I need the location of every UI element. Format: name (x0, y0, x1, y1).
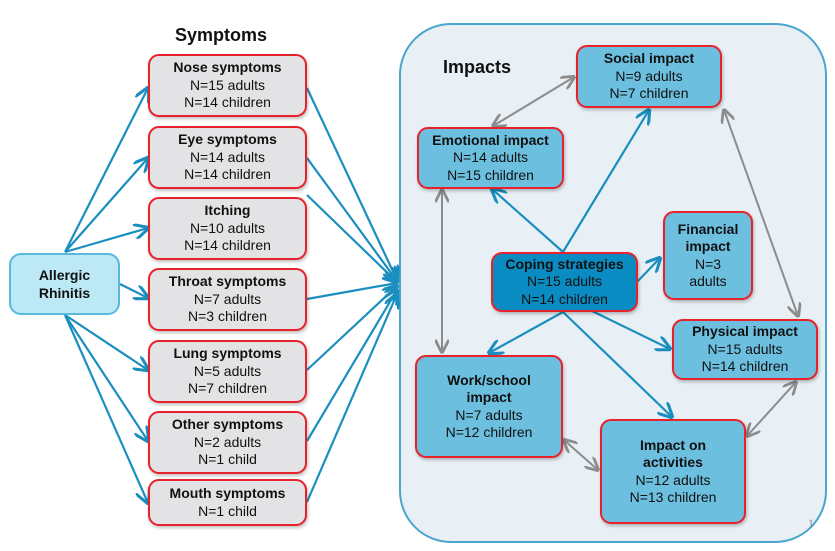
symptom-other: Other symptoms N=2 adults N=1 child (148, 411, 307, 474)
impact-count: N=7 children (609, 85, 689, 102)
arrow-eye-impacts (306, 157, 397, 281)
arrow-physical-activities (747, 382, 796, 436)
impacts-heading: Impacts (443, 57, 512, 77)
impact-count: N=15 children (447, 166, 534, 183)
symptom-count: N=3 children (188, 308, 267, 325)
impact-title: activities (643, 454, 703, 470)
impact-count: N=9 adults (615, 67, 683, 84)
arrow-root-itching (64, 228, 148, 254)
impact-title: impact (466, 389, 512, 405)
impact-title: Physical impact (692, 323, 798, 340)
impact-count: adults (689, 273, 727, 289)
impact-count: N=13 children (629, 489, 717, 505)
arrow-root-eye (64, 158, 148, 253)
impact-financial: Financial impact N=3 adults (663, 211, 753, 300)
arrow-mouth-impacts (305, 294, 397, 503)
arrow-lung-impacts (306, 286, 397, 371)
symptom-title: Lung symptoms (173, 345, 282, 362)
arrow-nose-impacts (306, 87, 397, 280)
impact-title: Social impact (603, 50, 695, 67)
impact-physical: Physical impact N=15 adults N=14 childre… (672, 319, 818, 380)
impact-activities: Impact on activities N=12 adults N=13 ch… (600, 419, 746, 524)
impact-count: N=7 adults (455, 406, 523, 423)
arrow-other-impacts (306, 290, 397, 442)
root-line2: Rhinitis (38, 285, 91, 301)
symptom-lung: Lung symptoms N=5 adults N=7 children (148, 340, 307, 403)
symptom-eye: Eye symptoms N=14 adults N=14 children (148, 126, 307, 189)
arrow-root-nose (64, 88, 148, 253)
symptom-title: Itching (204, 202, 251, 219)
symptom-count: N=2 adults (193, 433, 262, 450)
symptom-count: N=7 children (188, 380, 267, 397)
symptom-count: N=1 child (198, 502, 257, 519)
arrow-coping-physical (589, 309, 670, 349)
impact-title: impact (685, 238, 731, 254)
impact-emotional: Emotional impact N=14 adults N=15 childr… (417, 127, 564, 189)
impact-title: Financial (677, 220, 739, 237)
impact-count: N=3 (694, 255, 722, 272)
symptom-title: Throat symptoms (168, 273, 287, 290)
arrow-root-lung (64, 314, 148, 370)
symptom-count: N=14 adults (189, 148, 266, 165)
symptom-count: N=14 children (184, 166, 271, 183)
arrow-coping-activities (562, 311, 672, 417)
symptom-count: N=7 adults (193, 290, 262, 307)
coping-count: N=15 adults (526, 273, 603, 290)
impact-title: Emotional impact (432, 131, 549, 148)
symptom-count: N=1 child (198, 451, 257, 468)
coping-title: Coping strategies (505, 255, 624, 272)
root-line1: Allergic (38, 267, 91, 283)
arrow-root-mouth (63, 314, 148, 503)
symptom-title: Eye symptoms (178, 131, 277, 148)
symptom-title: Mouth symptoms (169, 485, 286, 501)
arrow-emotional-social (493, 77, 574, 126)
arrow-throat-impacts (306, 283, 397, 301)
arrow-coping-emotional (492, 189, 564, 253)
arrow-coping-social (562, 110, 649, 253)
symptoms-heading: Symptoms (175, 25, 268, 45)
impact-title: Impact on (639, 436, 707, 453)
symptom-title: Other symptoms (171, 416, 284, 433)
arrow-root-throat (119, 283, 148, 298)
symptom-count: N=14 children (184, 94, 271, 111)
impact-count: N=14 children (701, 358, 789, 375)
symptom-nose: Nose symptoms N=15 adults N=14 children (148, 54, 307, 117)
arrow-coping-financial (636, 258, 660, 283)
arrow-workschool-activities (564, 440, 598, 470)
page-number: 1 (808, 516, 814, 530)
impact-count: N=12 adults (635, 471, 711, 488)
coping-strategies: Coping strategies N=15 adults N=14 child… (491, 252, 638, 312)
arrow-root-other (64, 314, 148, 441)
symptom-itching: Itching N=10 adults N=14 children (148, 197, 307, 260)
coping-count: N=14 children (521, 290, 608, 307)
impact-title: Work/school (447, 371, 531, 388)
arrow-coping-workschool (489, 311, 564, 353)
symptom-count: N=10 adults (189, 219, 266, 236)
symptom-throat: Throat symptoms N=7 adults N=3 children (148, 268, 307, 331)
symptom-count: N=15 adults (189, 76, 266, 93)
symptom-count: N=5 adults (193, 362, 262, 379)
symptom-title: Nose symptoms (173, 59, 282, 76)
impact-count: N=12 children (445, 424, 533, 440)
impact-count: N=14 adults (452, 149, 529, 166)
symptom-mouth: Mouth symptoms N=1 child (148, 479, 307, 526)
impact-social: Social impact N=9 adults N=7 children (576, 45, 722, 108)
allergic-rhinitis-node: Allergic Rhinitis (9, 253, 120, 315)
arrow-itching-impacts (306, 194, 397, 282)
symptom-count: N=14 children (184, 237, 271, 254)
impact-count: N=15 adults (707, 340, 783, 357)
arrow-social-physical (724, 110, 798, 316)
impact-work-school: Work/school impact N=7 adults N=12 child… (415, 355, 563, 458)
